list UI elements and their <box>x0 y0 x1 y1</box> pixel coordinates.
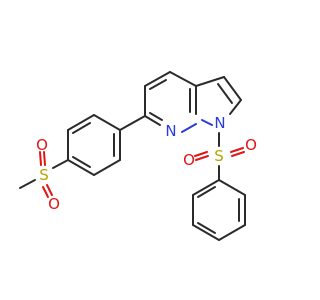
bond <box>217 83 233 104</box>
bond <box>197 186 216 198</box>
sulfonyl-group-phenyl <box>194 147 245 181</box>
bond <box>149 112 163 121</box>
phenyl-ring-bottom <box>192 179 246 241</box>
bond <box>43 151 46 166</box>
structure-svg: N N S O O S O O <box>19 71 257 241</box>
bond <box>192 224 220 241</box>
bond <box>46 184 53 196</box>
bond <box>93 159 121 176</box>
bond <box>230 147 244 153</box>
n-pyrrole-label: N <box>214 114 225 132</box>
o-methylsulfonyl-bottom-label: O <box>48 195 60 213</box>
s-sulfonyl-phenyl-label: S <box>214 147 224 165</box>
bond <box>201 119 213 126</box>
bond <box>192 179 220 196</box>
bond <box>144 115 161 126</box>
s-methylsulfonyl-label: S <box>39 166 49 184</box>
bond <box>72 156 91 168</box>
n-pyridine-label: N <box>165 122 176 140</box>
bond <box>67 114 95 131</box>
bond <box>169 71 197 87</box>
bond <box>72 122 91 134</box>
bond <box>119 115 146 131</box>
methylsulfonyl-group <box>19 151 53 198</box>
bond <box>93 114 121 131</box>
bond <box>149 79 167 90</box>
bond <box>229 99 242 115</box>
bond <box>218 224 246 241</box>
bond <box>231 151 245 157</box>
bond <box>197 222 216 234</box>
bond <box>144 71 171 87</box>
bond <box>223 76 242 101</box>
molecule-diagram: N N S O O S O O <box>19 71 257 241</box>
bond <box>218 179 246 196</box>
o-sulfonyl-phenyl-right-label: O <box>245 136 257 154</box>
bond <box>39 151 42 166</box>
pyridine-ring <box>144 71 197 133</box>
bond <box>52 159 69 169</box>
pyrrole-ring <box>195 76 242 126</box>
bond <box>195 76 225 87</box>
bond <box>195 155 209 161</box>
bond <box>42 186 49 198</box>
bond <box>67 159 95 176</box>
phenyl-ring-left <box>67 114 121 176</box>
bond <box>19 179 36 189</box>
o-methylsulfonyl-top-label: O <box>36 136 48 154</box>
bond <box>194 151 208 157</box>
bond <box>181 123 197 133</box>
o-sulfonyl-phenyl-left-label: O <box>183 151 195 169</box>
